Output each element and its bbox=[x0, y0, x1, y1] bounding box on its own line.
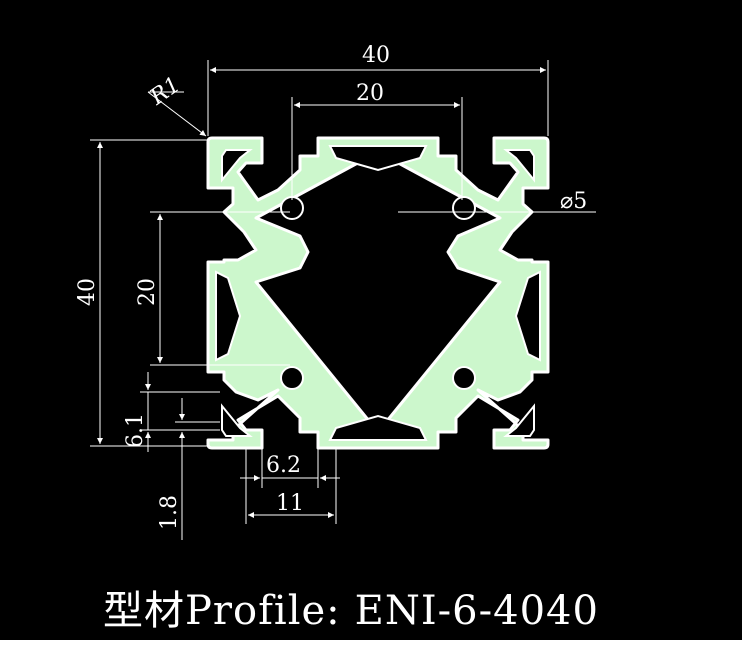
slot-bottom-right bbox=[503, 403, 535, 437]
dim-wall-thickness: 6.1 bbox=[123, 413, 148, 448]
slot-top-left bbox=[221, 149, 253, 183]
slot-top-right bbox=[503, 149, 535, 183]
caption-prefix: 型材Profile: bbox=[103, 588, 341, 634]
dim-overall-width: 40 bbox=[362, 43, 390, 68]
dim-slot-spacing-height: 20 bbox=[135, 278, 160, 306]
slot-top-center bbox=[328, 145, 428, 172]
dim-bore-diameter: ⌀5 bbox=[560, 189, 587, 214]
dim-slot-spacing-width: 20 bbox=[356, 81, 384, 106]
dim-corner-radius: R1 bbox=[145, 72, 185, 111]
profile-caption: 型材Profile: ENI-6-4040 bbox=[103, 578, 599, 636]
profile-drawing: 40 20 R1 ⌀5 40 20 6.1 1.8 6.2 11 bbox=[75, 43, 596, 540]
dimension-labels: 40 20 R1 ⌀5 40 20 6.1 1.8 6.2 11 bbox=[75, 43, 587, 530]
bore-bottom-left bbox=[280, 366, 304, 390]
dim-overall-height: 40 bbox=[75, 278, 100, 306]
dim-slot-opening: 6.2 bbox=[266, 453, 301, 478]
slot-bottom-center bbox=[328, 414, 428, 441]
caption-model: ENI-6-4040 bbox=[354, 588, 599, 634]
bore-top-left bbox=[280, 196, 304, 220]
slot-right-center bbox=[514, 270, 541, 362]
bore-bottom-right bbox=[452, 366, 476, 390]
dim-slot-width: 11 bbox=[276, 491, 304, 516]
dim-lip-thickness: 1.8 bbox=[157, 495, 182, 530]
dimension-lines bbox=[90, 60, 596, 540]
slot-left-center bbox=[215, 270, 242, 362]
slot-bottom-left bbox=[221, 403, 253, 437]
profile-cross-section bbox=[206, 136, 550, 450]
bore-top-right bbox=[452, 196, 476, 220]
